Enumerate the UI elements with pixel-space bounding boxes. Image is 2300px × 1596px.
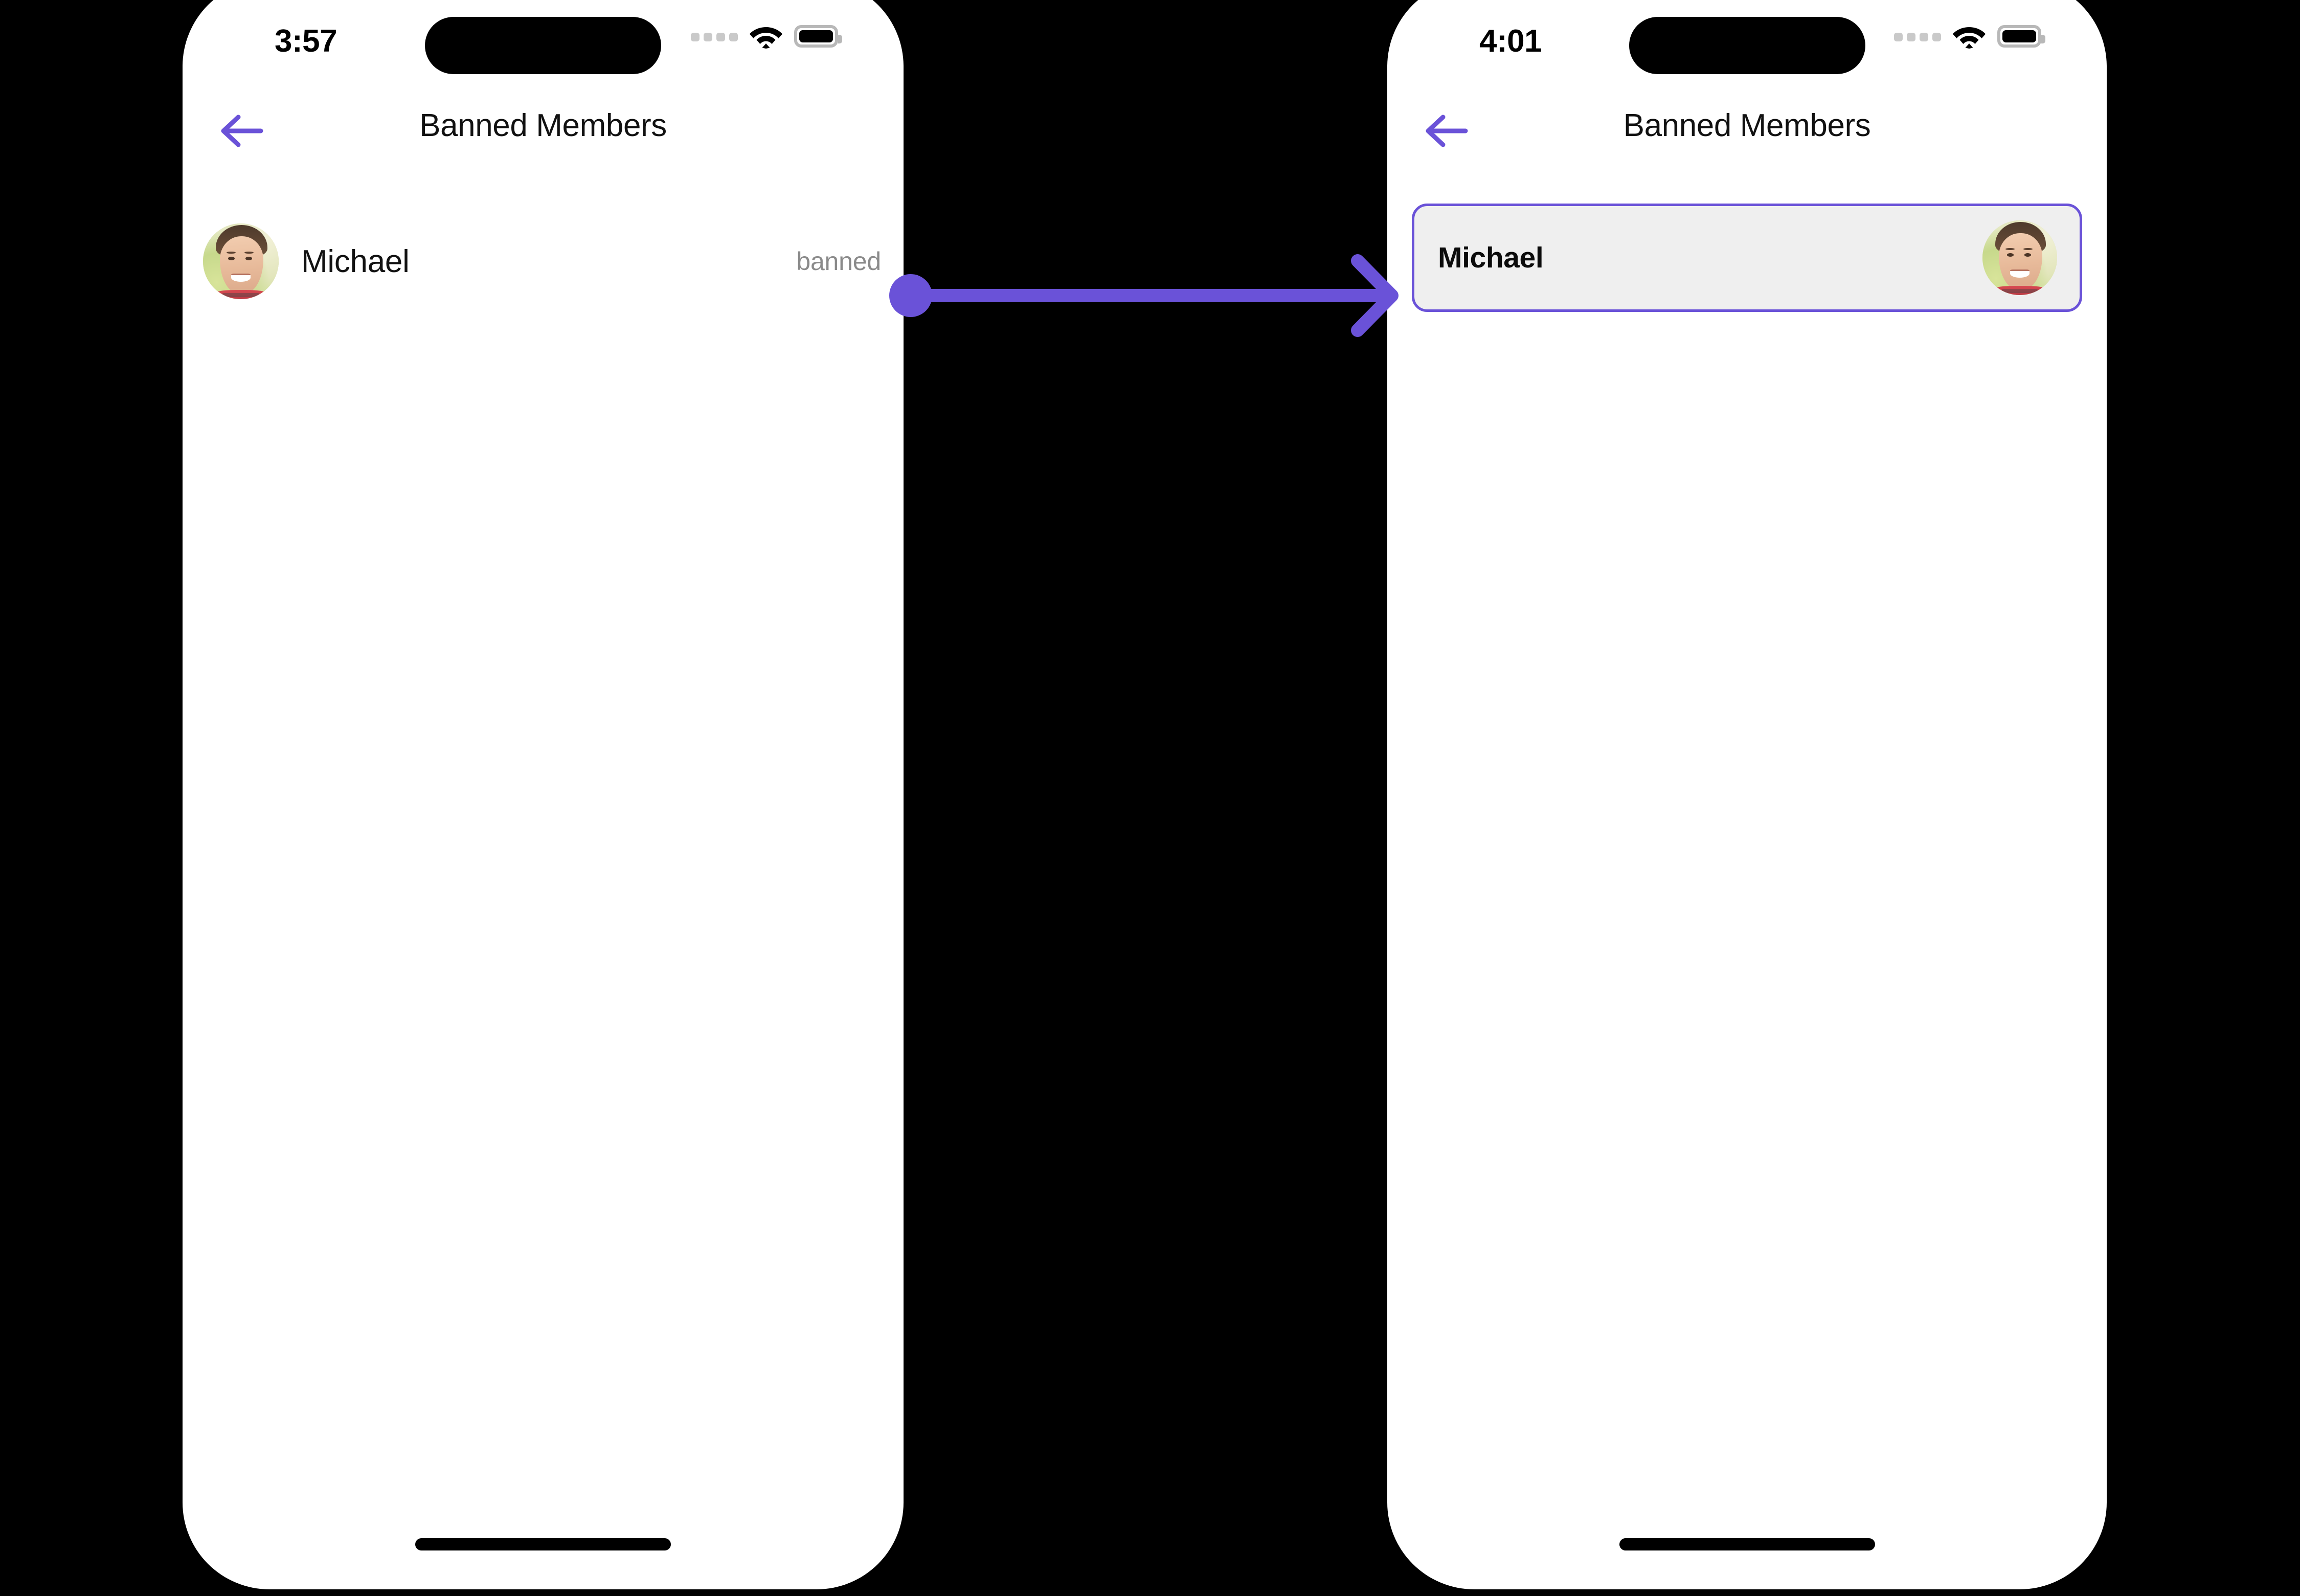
- dynamic-island: [425, 17, 661, 74]
- status-bar: 4:01: [1387, 0, 2107, 74]
- back-arrow-icon: [221, 115, 263, 147]
- nav-bar: Banned Members: [1387, 100, 2107, 162]
- status-bar: 3:57: [183, 0, 904, 74]
- cellular-dots-icon: [691, 32, 738, 41]
- status-badge: banned: [796, 247, 881, 276]
- home-indicator: [415, 1538, 671, 1550]
- home-indicator: [1619, 1538, 1875, 1550]
- dynamic-island: [1629, 17, 1865, 74]
- phone-screen-before: 3:57 Banned Members: [183, 0, 904, 1589]
- battery-icon: [794, 25, 842, 48]
- list-item-selected[interactable]: Michael: [1412, 204, 2082, 312]
- avatar: [203, 223, 279, 299]
- member-name: Michael: [1438, 241, 1544, 274]
- nav-bar: Banned Members: [183, 100, 904, 162]
- transition-arrow: [889, 254, 1399, 337]
- back-button[interactable]: [198, 105, 285, 156]
- avatar: [1982, 220, 2057, 295]
- back-arrow-icon: [1426, 115, 1468, 147]
- member-name: Michael: [301, 243, 410, 279]
- status-time: 4:01: [1479, 24, 1542, 59]
- back-button[interactable]: [1403, 105, 1490, 156]
- phone-screen-after: 4:01 Banned Members Michael: [1387, 0, 2107, 1589]
- page-title: Banned Members: [419, 108, 667, 143]
- status-indicators: [1894, 24, 2045, 49]
- battery-icon: [1997, 25, 2045, 48]
- status-time: 3:57: [275, 24, 337, 59]
- list-item[interactable]: Michael banned: [183, 218, 904, 305]
- wifi-icon: [750, 27, 782, 49]
- arrow-head: [1351, 254, 1399, 337]
- wifi-icon: [1953, 27, 1986, 49]
- status-indicators: [691, 24, 842, 49]
- cellular-dots-icon: [1894, 32, 1941, 41]
- page-title: Banned Members: [1623, 108, 1871, 143]
